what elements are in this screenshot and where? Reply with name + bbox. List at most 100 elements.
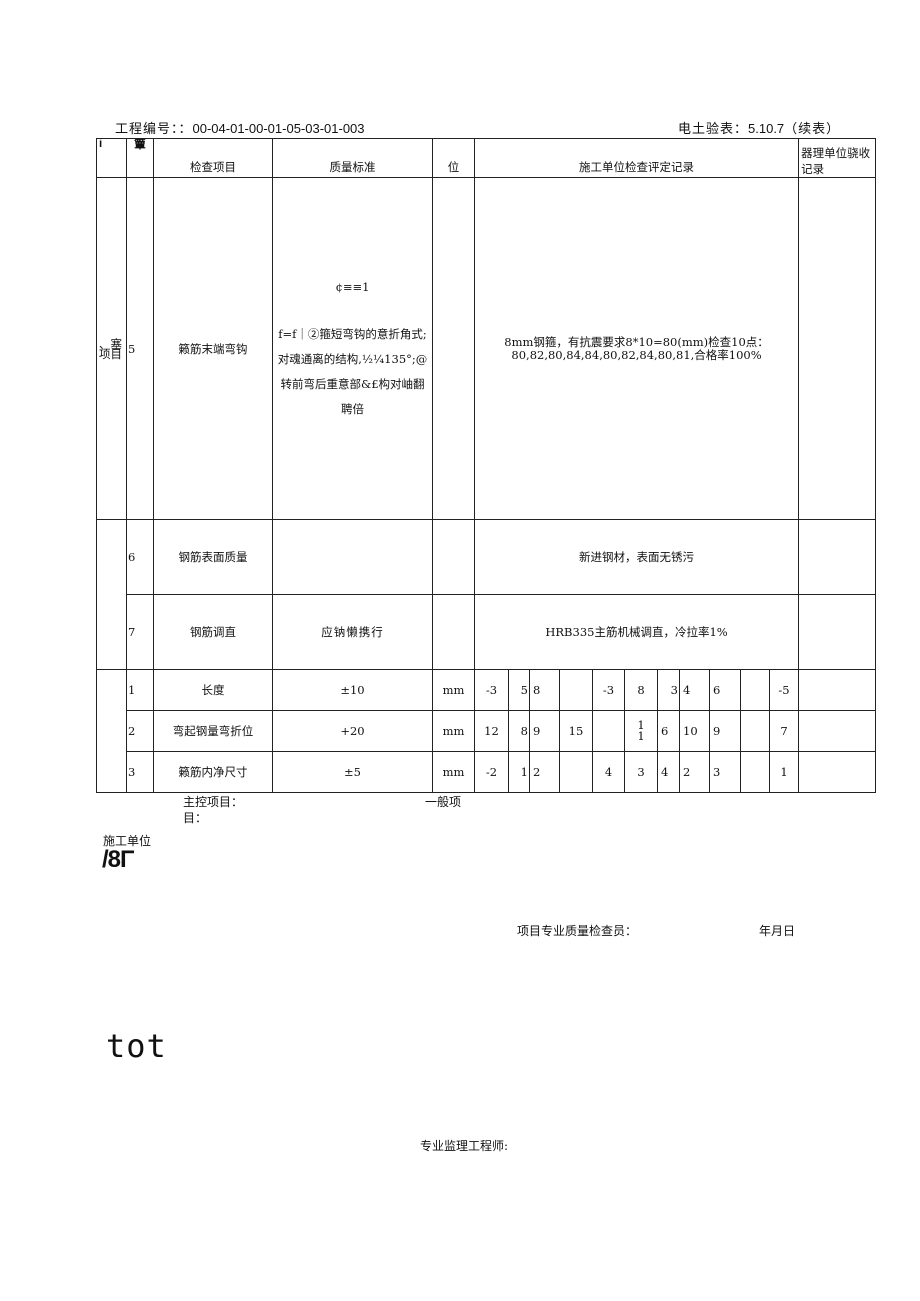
form-number-label: 电土验表： <box>678 122 749 137</box>
main-items-label: 主控项目： <box>183 795 244 809</box>
unit-cell: mm <box>432 710 475 752</box>
check-item: 钢筋表面质量 <box>153 519 273 595</box>
supervision-record: 2 <box>798 751 877 793</box>
header-glyph-2: 簟 <box>126 138 154 178</box>
form-number-line: 电土验表：5.10.7（续表） <box>678 118 840 137</box>
measured-value: 4 <box>679 669 710 711</box>
header-check-item: 检查项目 <box>153 138 273 178</box>
measured-value <box>592 710 625 752</box>
form-suffix: （续表） <box>784 122 841 137</box>
construction-unit-label: 施工单位 <box>103 834 152 848</box>
measured-value: 7 <box>780 724 788 738</box>
form-number: 5.10.7 <box>748 121 785 136</box>
measured-value: 12 <box>474 710 509 752</box>
measured-value <box>740 669 770 711</box>
measured-value: 8 <box>508 710 530 752</box>
group-cell <box>96 519 127 670</box>
row-number: 2 <box>126 710 154 752</box>
measured-value <box>559 669 593 711</box>
measured-value: 4 <box>592 751 625 793</box>
supervising-engineer-label: 专业监理工程师: <box>420 1139 509 1153</box>
standard-formula: ¢≡≡1 <box>335 280 370 294</box>
measured-value: 15 <box>559 710 593 752</box>
main-items-tail: 目： <box>183 811 208 825</box>
measured-value: -5 <box>768 669 800 711</box>
header-supervision-record: 器理单位骁收记录 <box>798 138 877 178</box>
construction-record: 新进钢材，表面无锈污 <box>473 519 800 595</box>
measured-value: 1 <box>780 765 788 779</box>
check-item: 钢筋调直 <box>153 594 273 670</box>
signature-mark: /8Γ <box>102 846 134 873</box>
measured-value: 9 <box>709 710 741 752</box>
table-row: 、塞项目 5 籁筋末端弯钩 ¢≡≡1 f=f｜②箍短弯钩的意折角式;对魂通离的结… <box>96 177 877 520</box>
measured-value: 2 <box>529 751 560 793</box>
measured-value: 4 <box>657 751 680 793</box>
quality-standard <box>272 519 433 595</box>
quality-inspector-label: 项目专业质量检查员： <box>517 924 638 938</box>
row-number: 3 <box>126 751 154 793</box>
standard-text: f=f｜②箍短弯钩的意折角式;对魂通离的结构,½¼135°;@转前弯后重意部&£… <box>277 327 428 416</box>
table-row: 3 籁筋内净尺寸 ±5 mm -2 1 2 4 3 4 2 3 1 2 <box>97 751 877 793</box>
measured-value: 3 <box>709 751 741 793</box>
measured-value: 10 <box>679 710 710 752</box>
unit-cell: mm <box>432 669 475 711</box>
measured-value: 8 <box>624 669 658 711</box>
table-row: 1 长度 ±10 mm -3 5 8 -3 8 3 4 6 -5 6 <box>96 669 877 793</box>
main-control-group-label: 、塞项目 <box>96 177 127 520</box>
row-number: 1 <box>126 669 154 711</box>
date-label: 年月日 <box>759 924 796 938</box>
row-number: 6 <box>126 519 154 595</box>
measured-value: 1 <box>508 751 530 793</box>
unit-cell <box>432 594 475 670</box>
measured-value: 9 <box>529 710 560 752</box>
measured-value: -3 <box>474 669 509 711</box>
measured-value: -5 <box>778 683 790 697</box>
measured-value: 1 1 <box>624 710 658 752</box>
table-row: 7 钢筋调直 应钠懒携行 HRB335主筋机械调直，冷拉率1% <box>97 594 877 670</box>
measured-value: 6 <box>709 669 741 711</box>
measured-value: 1 <box>768 751 800 793</box>
header-construction-record: 施工单位检查评定记录 <box>473 138 800 178</box>
quality-standard: 应钠懒携行 <box>272 594 433 670</box>
unit-cell: mm <box>432 751 475 793</box>
supervision-record <box>798 177 877 520</box>
row-number: 7 <box>126 594 154 670</box>
unit-cell <box>432 519 475 595</box>
table-header-row: i 簟 检查项目 质量标准 位 施工单位检查评定记录 器理单位骁收记录 <box>96 138 877 178</box>
unit-cell <box>432 177 475 520</box>
supervision-record <box>798 594 877 670</box>
tot-mark: tot <box>106 1027 167 1065</box>
allowable-deviation: ±10 <box>272 669 433 711</box>
check-item: 弯起钢量弯折位 <box>153 710 273 752</box>
check-item: 长度 <box>153 669 273 711</box>
table-row: 6 钢筋表面质量 新进钢材，表面无锈污 <box>96 519 877 670</box>
header-quality-standard: 质量标准 <box>272 138 433 178</box>
construction-record: 8mm钢箍，有抗震要求8*10=80(mm)检查10点：80,82,80,84,… <box>473 177 800 520</box>
supervision-record: 10 <box>798 710 877 752</box>
measured-value: 3 <box>624 751 658 793</box>
project-number-label: 工程编号：： <box>115 122 193 137</box>
inspection-table: i 簟 检查项目 质量标准 位 施工单位检查评定记录 器理单位骁收记录 、塞项目… <box>96 138 877 793</box>
general-items-label: 一般项 <box>425 795 462 809</box>
general-group-cell <box>96 669 127 793</box>
project-number-line: 工程编号：：00-04-01-00-01-05-03-01-003 <box>115 118 365 137</box>
header-glyph-1: i <box>96 138 127 178</box>
check-item: 籁筋内净尺寸 <box>153 751 273 793</box>
allowable-deviation: +20 <box>272 710 433 752</box>
measured-value: 8 <box>529 669 560 711</box>
table-row: 2 弯起钢量弯折位 +20 mm 12 8 9 15 1 1 6 10 9 7 … <box>97 710 877 752</box>
project-number: 00-04-01-00-01-05-03-01-003 <box>192 121 365 136</box>
measured-value: -3 <box>592 669 625 711</box>
allowable-deviation: ±5 <box>272 751 433 793</box>
measured-value: 6 <box>657 710 680 752</box>
measured-value: 3 <box>657 669 680 711</box>
measured-value <box>740 751 770 793</box>
supervision-record: 6 <box>798 669 877 711</box>
measured-value: -2 <box>474 751 509 793</box>
measured-value <box>740 710 770 752</box>
construction-record: HRB335主筋机械调直，冷拉率1% <box>473 594 800 670</box>
measured-value: 5 <box>508 669 530 711</box>
row-number: 5 <box>126 177 154 520</box>
header-unit: 位 <box>432 138 475 178</box>
measured-value: 2 <box>679 751 710 793</box>
